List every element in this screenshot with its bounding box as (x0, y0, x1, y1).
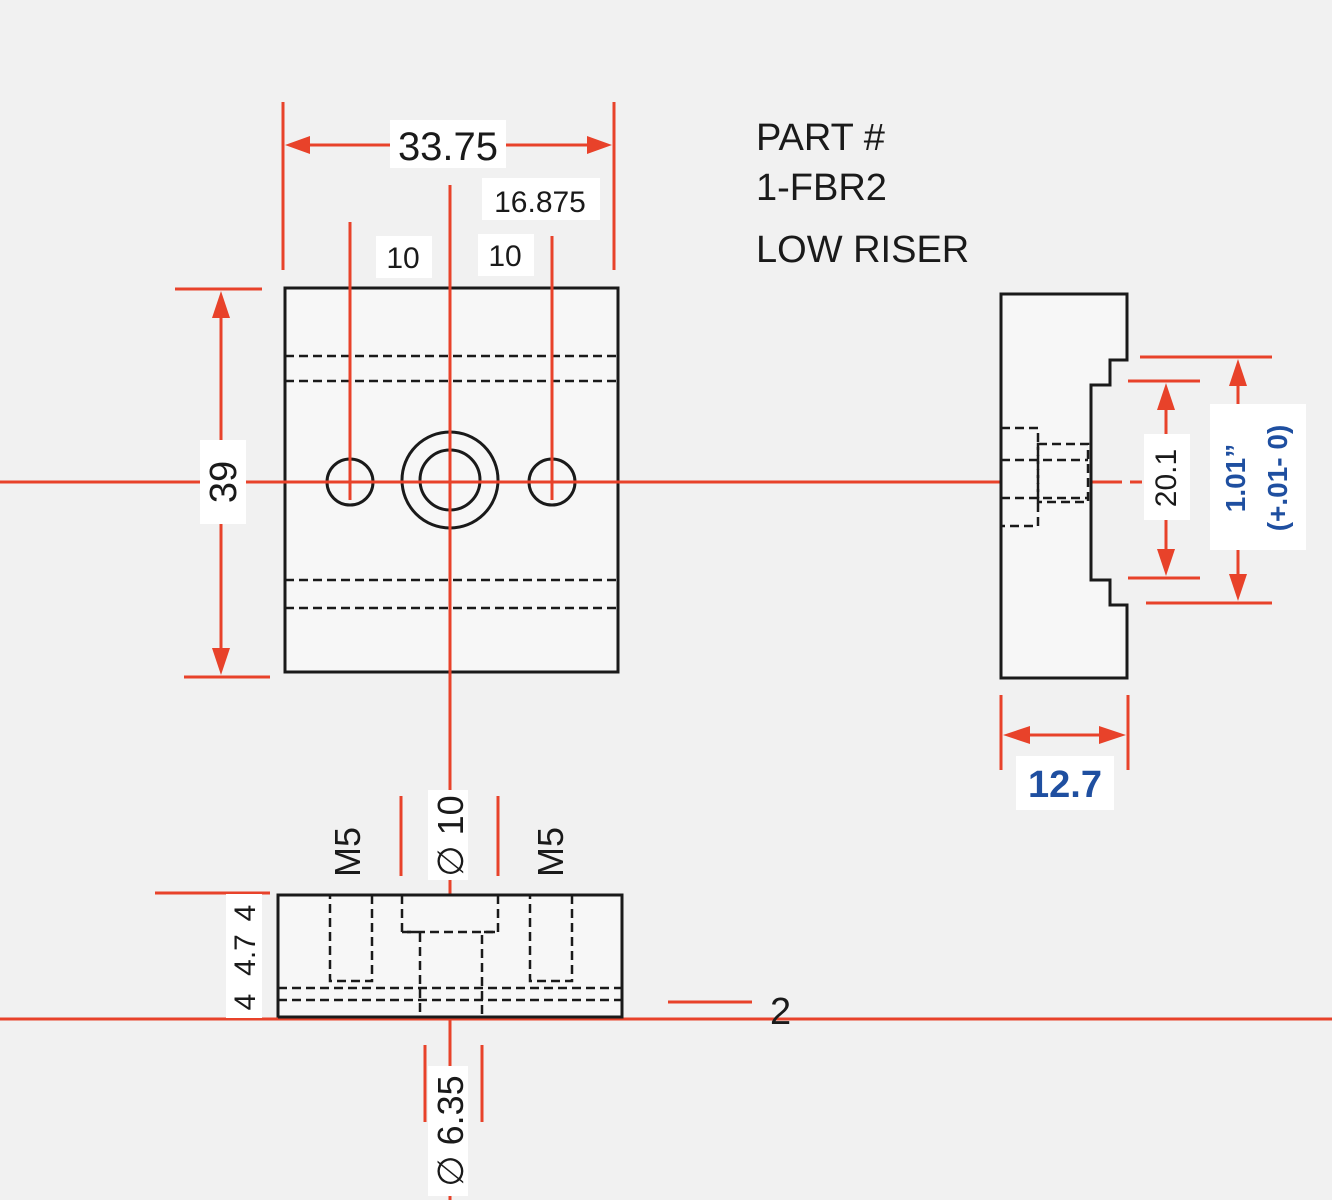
thread-hole-right (528, 893, 574, 983)
tolerance-range-label: (+.01- 0) (1262, 425, 1293, 532)
side-hidden-through-hole (1036, 442, 1090, 504)
part-label: PART # (756, 117, 885, 159)
dimension-thickness: 12.7 (999, 695, 1130, 810)
thread-hole-left (328, 893, 374, 983)
part-number: 1-FBR2 (756, 167, 887, 209)
hole-right-offset-label: 10 (488, 240, 521, 273)
center-offset-label: 16.875 (494, 186, 586, 219)
hole-left-offset-label: 10 (386, 242, 419, 275)
front-view-body (276, 893, 624, 1019)
depth-top-label: 4 (229, 905, 262, 922)
thread-left-label: M5 (327, 827, 368, 877)
part-name: LOW RISER (756, 229, 969, 271)
side-view-body (999, 292, 1129, 680)
slot-width-label: 20.1 (1150, 449, 1183, 507)
through-hole-label: ∅ 6.35 (430, 1075, 471, 1186)
dimension-width: 33.75 (281, 102, 616, 270)
ledge-label: 2 (770, 991, 791, 1033)
counterbore-label: ∅ 10 (430, 795, 471, 876)
dimension-height: 39 (175, 287, 270, 679)
dimension-tolerance: 1.01” (+.01- 0) (1140, 355, 1306, 605)
thickness-label: 12.7 (1028, 764, 1102, 806)
height-label: 39 (203, 461, 245, 503)
thread-right-label: M5 (530, 827, 571, 877)
depth-mid-label: 4.7 (229, 934, 262, 976)
tolerance-value-label: 1.01” (1220, 444, 1251, 513)
title-block: PART # 1-FBR2 LOW RISER (756, 117, 969, 271)
depth-bottom-label: 4 (229, 994, 262, 1011)
dimension-slot: 20.1 (1128, 379, 1200, 580)
width-label: 33.75 (398, 125, 498, 169)
side-view (999, 292, 1129, 680)
front-view (276, 893, 624, 1019)
